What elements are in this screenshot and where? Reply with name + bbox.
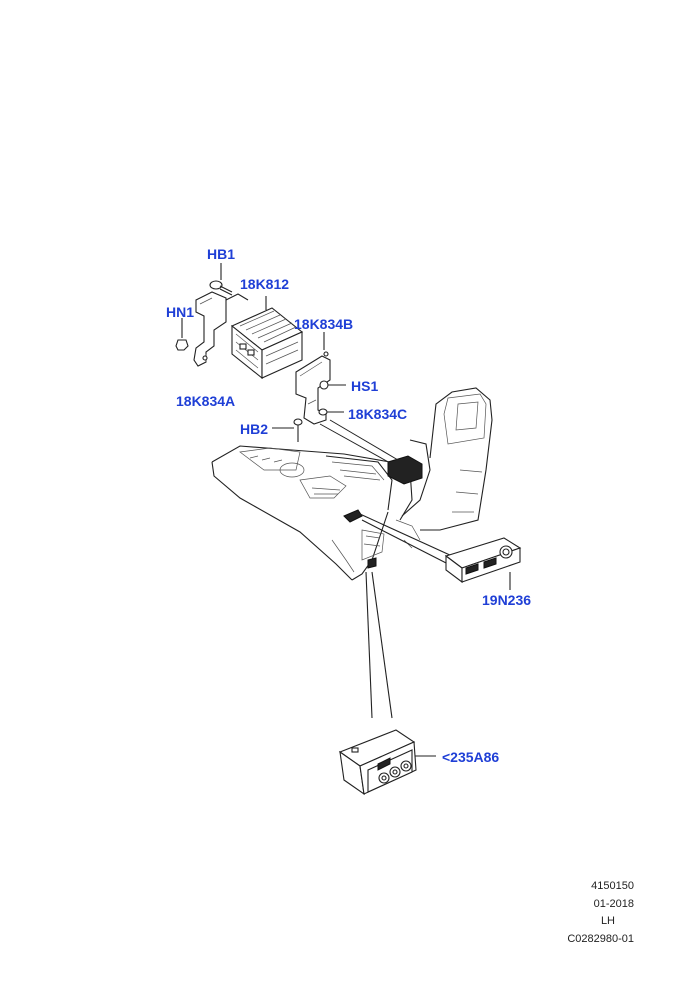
leader-lines-19n236 (359, 513, 511, 590)
callout-18k812[interactable]: 18K812 (240, 276, 290, 292)
callout-235a86[interactable]: <235A86 (442, 749, 500, 765)
callout-hb2[interactable]: HB2 (240, 421, 269, 437)
socket-panel-235a86 (338, 729, 417, 796)
callout-19n236[interactable]: 19N236 (482, 592, 532, 608)
leader-lines-235a86 (365, 571, 436, 757)
footer-side: LH (600, 915, 615, 927)
switch-pack-19n236 (444, 537, 522, 584)
seat-outline (395, 387, 493, 541)
bracket-18k834a (193, 291, 249, 367)
center-console-outline (211, 445, 413, 581)
callout-hb1[interactable]: HB1 (207, 246, 236, 262)
nut-hn1 (175, 318, 189, 351)
callout-18k834c[interactable]: 18K834C (348, 406, 408, 422)
console-switch-location (343, 509, 377, 569)
footer-part-code: 4150150 (591, 880, 634, 892)
callout-hs1[interactable]: HS1 (351, 378, 379, 394)
callout-18k834a[interactable]: 18K834A (176, 393, 236, 409)
console-storage-box (319, 419, 423, 485)
bolt-hb1 (209, 263, 233, 296)
amplifier-module-18k812 (230, 296, 304, 380)
callout-18k834b[interactable]: 18K834B (294, 316, 354, 332)
callout-hn1[interactable]: HN1 (166, 304, 195, 320)
screw-hs1 (319, 380, 346, 390)
fastener-18k834c (318, 408, 344, 416)
footer-date: 01-2018 (593, 898, 634, 910)
footer-reference: C0282980-01 (567, 933, 634, 945)
bolt-hb2 (272, 418, 303, 442)
